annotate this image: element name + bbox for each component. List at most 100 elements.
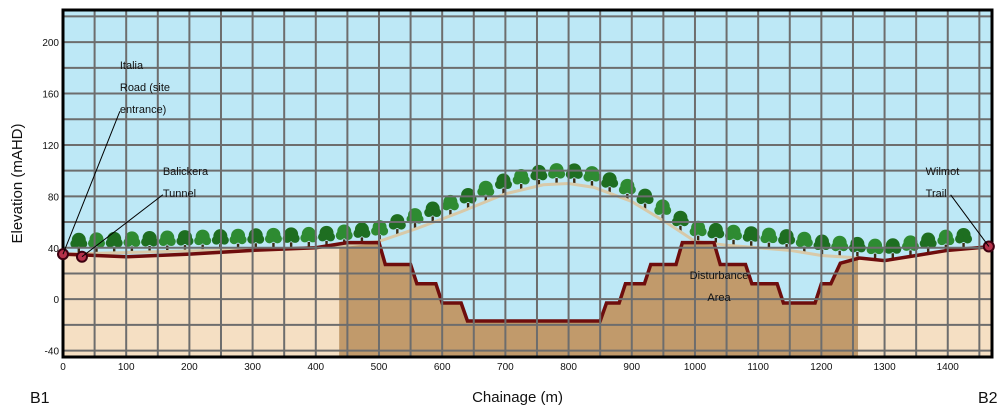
tree-canopy [485,187,495,197]
tree-canopy [202,236,212,246]
annotation-text: Trail [926,188,947,200]
tree-canopy [573,169,583,179]
tree-canopy [839,242,849,252]
tree-canopy [237,235,247,245]
tree-canopy [795,238,805,248]
tree-trunk [236,243,240,249]
y-tick-label: 160 [42,90,59,101]
x-tick-label: 1000 [684,362,707,373]
tree-trunk [77,247,80,253]
annotation-text: Balickera [163,166,209,178]
tree-canopy [707,229,717,239]
tree-canopy [361,228,371,238]
tree-trunk [803,246,806,252]
x-tick-label: 200 [181,362,198,373]
annotation-leader-line [81,194,164,258]
tree-canopy [379,226,389,236]
annotation-leader-line [62,111,121,255]
tree-canopy [219,235,229,245]
tree-icon [353,222,371,243]
tree-canopy [326,232,336,242]
tree-canopy [176,236,186,246]
tree-trunk [573,178,576,184]
tree-canopy [229,235,239,245]
tree-canopy [937,236,947,246]
tree-canopy [520,175,530,185]
tree-icon [441,194,459,215]
annotation-text: Tunnel [163,188,196,200]
annotation-text: entrance) [120,104,166,116]
tree-trunk [679,225,682,231]
tree-canopy [591,172,601,182]
tree-canopy [494,180,504,190]
tree-trunk [466,202,470,208]
tree-canopy [909,241,919,251]
tree-trunk [95,247,98,253]
tree-canopy [141,237,151,247]
annotation-text: Wilmot [926,166,960,178]
tree-canopy [123,237,133,247]
tree-trunk [272,242,275,248]
y-axis-title: Elevation (mAHD) [9,123,26,243]
tree-trunk [484,195,487,201]
annotation-text: Italia [120,60,144,72]
point-label: B2 [978,390,998,407]
x-tick-label: 1200 [810,362,833,373]
tree-canopy [371,226,381,236]
tree-canopy [654,205,664,215]
tree-icon [707,222,725,243]
tree-canopy [874,245,884,255]
tree-canopy [318,232,328,242]
tree-trunk [891,253,894,259]
annotation-text: Road (site [120,82,170,94]
tree-trunk [325,240,328,246]
annotation-leader-line [950,194,990,247]
tree-canopy [131,237,141,247]
y-tick-label: 40 [48,244,60,255]
tree-canopy [866,245,876,255]
tree-canopy [884,244,894,254]
tree-canopy [512,175,522,185]
tree-canopy [78,239,88,249]
tree-icon [512,169,530,190]
x-tick-label: 800 [560,362,577,373]
tree-canopy [548,169,558,179]
tree-canopy [272,234,282,244]
tree-trunk [555,178,558,184]
tree-canopy [424,208,434,218]
y-tick-label: 80 [48,192,60,203]
tree-trunk [767,242,771,248]
tree-canopy [158,237,168,247]
tree-canopy [609,178,619,188]
x-tick-label: 700 [497,362,514,373]
tree-canopy [477,187,487,197]
tree-canopy [803,238,813,248]
tree-trunk [396,229,399,235]
tree-trunk [502,188,505,194]
tree-canopy [502,180,512,190]
tree-icon [955,227,973,248]
tree-icon [158,230,176,251]
annotation-text: Disturbance [690,270,749,282]
tree-trunk [289,242,293,248]
tree-canopy [211,235,221,245]
tree-trunk [360,237,364,243]
tree-canopy [945,236,955,246]
tree-canopy [194,236,204,246]
tree-icon [194,229,212,250]
tree-canopy [166,237,176,247]
tree-canopy [353,228,363,238]
tree-canopy [432,208,442,218]
tree-canopy [70,239,80,249]
tree-icon [583,166,601,187]
tree-trunk [856,251,859,257]
tree-trunk [130,246,134,252]
tree-canopy [149,237,159,247]
tree-canopy [556,169,566,179]
tree-icon [105,231,123,252]
y-tick-label: -40 [45,347,60,358]
x-tick-label: 300 [244,362,261,373]
tree-canopy [618,185,628,195]
x-tick-label: 500 [371,362,388,373]
tree-canopy [955,234,965,244]
